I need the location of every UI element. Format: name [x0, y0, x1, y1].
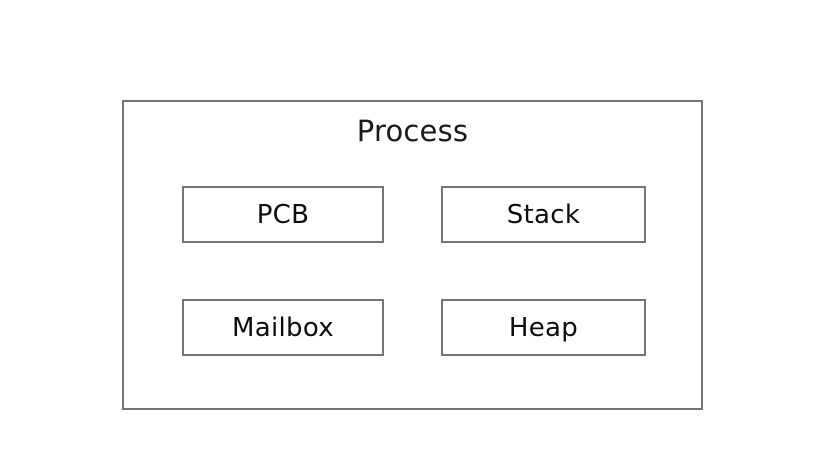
- component-label-pcb: PCB: [256, 199, 310, 230]
- process-container: Process PCB Stack Mailbox Heap: [122, 100, 703, 410]
- component-label-mailbox: Mailbox: [232, 312, 334, 343]
- component-box-mailbox: Mailbox: [182, 299, 384, 356]
- component-box-stack: Stack: [441, 186, 646, 243]
- component-box-pcb: PCB: [182, 186, 384, 243]
- component-label-heap: Heap: [508, 312, 579, 343]
- process-title: Process: [356, 114, 469, 148]
- component-box-heap: Heap: [441, 299, 646, 356]
- component-label-stack: Stack: [506, 199, 581, 230]
